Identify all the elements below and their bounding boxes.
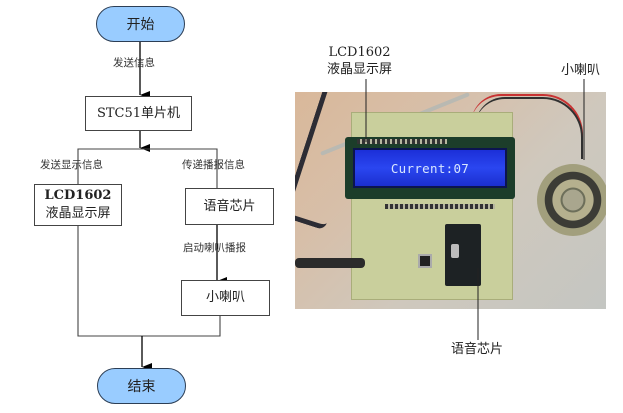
voice-chip-label: 语音芯片 — [203, 198, 256, 214]
start-label: 开始 — [126, 17, 155, 33]
callout-lcd-line1: LCD1602 — [328, 45, 391, 60]
callout-lcd: LCD1602 液晶显示屏 — [327, 44, 392, 78]
end-label: 结束 — [127, 379, 156, 395]
push-button — [418, 254, 432, 268]
callout-lcd-line2: 液晶显示屏 — [327, 62, 393, 77]
mcu-label: STC51单片机 — [96, 105, 181, 121]
voice-chip-node: 语音芯片 — [185, 188, 274, 225]
speaker-label: 小喇叭 — [205, 290, 245, 305]
lcd-screen: Current:07 — [353, 148, 507, 188]
speaker-node: 小喇叭 — [181, 280, 270, 316]
edge-label-send-display: 发送显示信息 — [40, 159, 103, 171]
callout-voice-chip: 语音芯片 — [451, 342, 504, 357]
speaker-photo — [537, 164, 606, 236]
edge-label-transfer-broadcast: 传递播报信息 — [182, 159, 245, 171]
edge-label-start-speaker: 启动喇叭播报 — [183, 242, 246, 254]
lcd-display-text: Current:07 — [390, 160, 470, 176]
speaker-wire-red — [471, 94, 583, 156]
lcd-label-line2: 液晶显示屏 — [45, 206, 111, 221]
edge-label-send-info: 发送信息 — [113, 57, 155, 69]
lcd-pin-header — [357, 139, 447, 144]
lcd-label-line1: LCD1602 — [44, 188, 112, 203]
lcd-node: LCD1602 液晶显示屏 — [34, 184, 122, 226]
hardware-photo: Current:07 — [295, 92, 606, 309]
crystal — [451, 244, 459, 258]
connector-split — [77, 148, 218, 188]
mcu-node: STC51单片机 — [85, 96, 192, 131]
start-terminal: 开始 — [96, 6, 185, 42]
power-plug — [295, 258, 365, 268]
connector-merge — [77, 225, 221, 337]
speaker-wire-black — [475, 97, 583, 159]
end-terminal: 结束 — [97, 368, 186, 404]
callout-speaker: 小喇叭 — [561, 63, 601, 78]
pcb-pin-header — [385, 204, 495, 209]
